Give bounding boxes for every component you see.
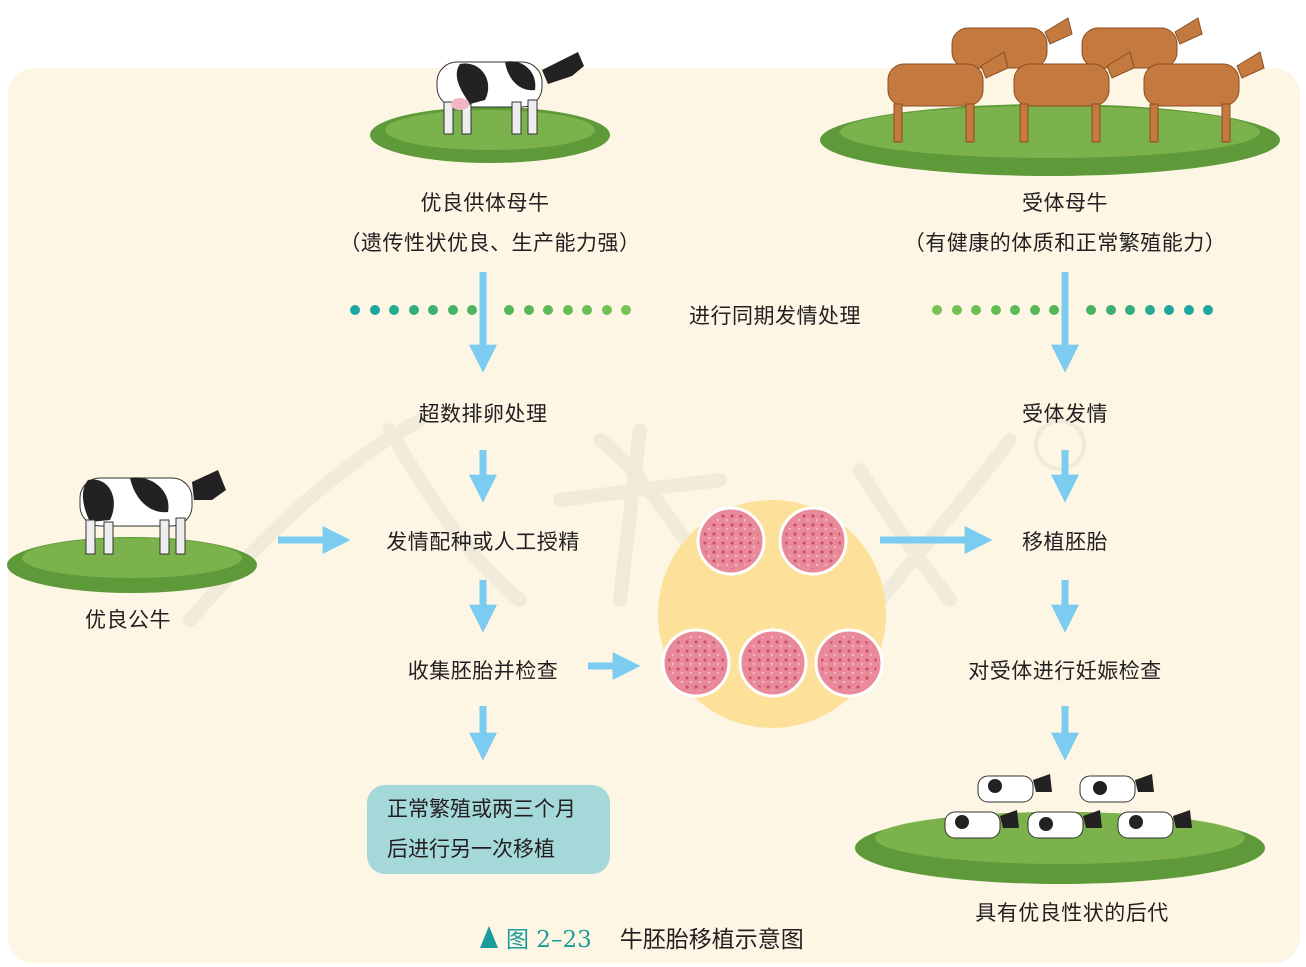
note-line-2: 后进行另一次移植 <box>387 837 555 861</box>
offspring-label: 具有优良性状的后代 <box>975 901 1169 925</box>
step-superovulation: 超数排卵处理 <box>418 402 548 426</box>
caption-title: 牛胚胎移植示意图 <box>619 927 804 953</box>
step-breeding: 发情配种或人工授精 <box>386 530 580 554</box>
offspring-calves-illustration <box>855 774 1265 884</box>
embryo-cluster <box>658 500 886 728</box>
step-pregnancy-check: 对受体进行妊娠检查 <box>968 659 1162 683</box>
repeat-note-box: 正常繁殖或两三个月 后进行另一次移植 <box>367 785 610 874</box>
bull-illustration <box>7 470 257 593</box>
note-line-1: 正常繁殖或两三个月 <box>387 797 576 821</box>
step-estrus: 受体发情 <box>1022 402 1108 426</box>
sync-dots-left <box>350 305 631 315</box>
donor-cow-illustration <box>370 52 610 163</box>
sync-dots-right <box>932 305 1213 315</box>
step-collect: 收集胚胎并检查 <box>407 659 559 683</box>
bull-label: 优良公牛 <box>85 608 171 632</box>
caption-number: 图 2–23 <box>506 927 592 953</box>
sync-label: 进行同期发情处理 <box>689 304 861 328</box>
donor-title: 优良供体母牛 <box>420 191 550 215</box>
caption-triangle-icon <box>480 926 498 948</box>
figure-caption: 图 2–23 牛胚胎移植示意图 <box>480 920 804 954</box>
step-transfer: 移植胚胎 <box>1022 530 1108 554</box>
recipient-subtitle: （有健康的体质和正常繁殖能力） <box>903 231 1227 255</box>
watermark <box>183 413 1086 627</box>
recipient-title: 受体母牛 <box>1022 191 1108 215</box>
donor-subtitle: （遗传性状优良、生产能力强） <box>339 231 641 255</box>
flow-arrows <box>278 272 1079 761</box>
recipient-herd-illustration <box>820 17 1280 176</box>
